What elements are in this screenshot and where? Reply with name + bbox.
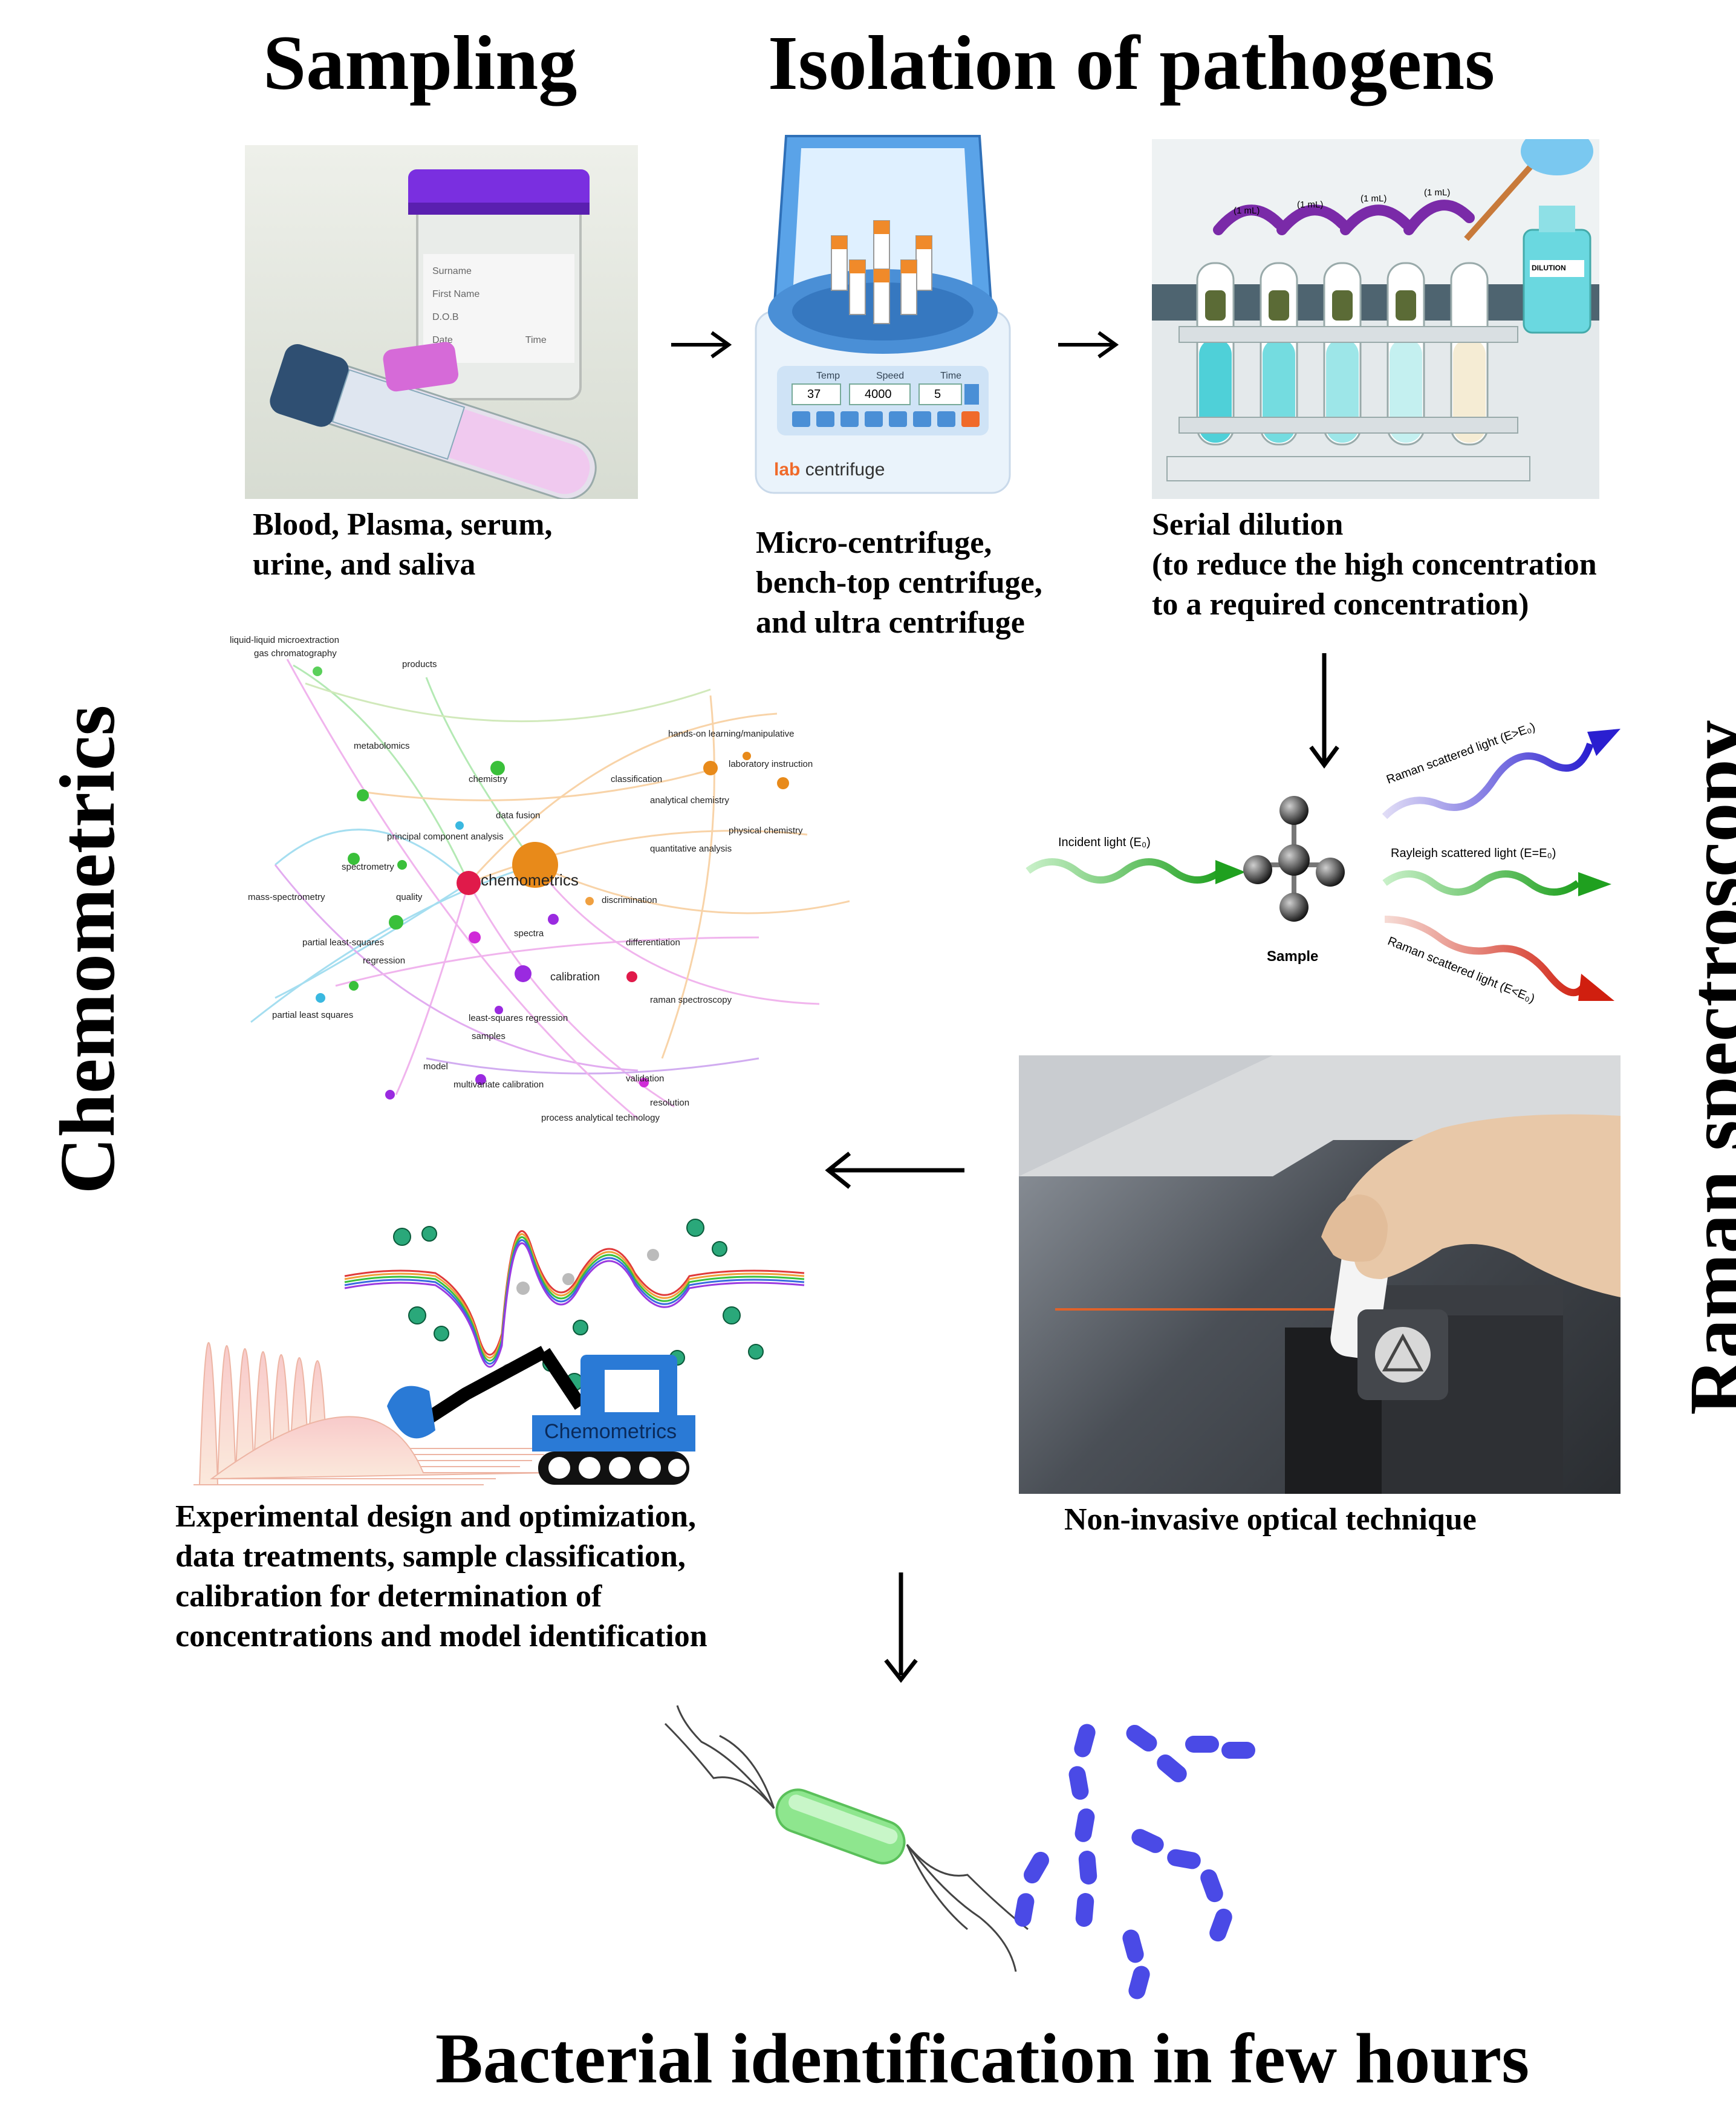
form-field: D.O.B — [432, 312, 459, 322]
time-value: 5 — [934, 388, 941, 401]
network-term: differentiation — [626, 937, 680, 948]
network-term: raman spectroscopy — [650, 995, 732, 1005]
network-term: partial least-squares — [302, 937, 385, 948]
network-term: calibration — [550, 971, 600, 983]
network-term: metabolomics — [354, 741, 410, 751]
network-term: chemometrics — [481, 871, 579, 889]
network-term: data fusion — [496, 810, 541, 821]
centrifuge-caption: Micro-centrifuge, bench-top centrifuge, … — [756, 526, 1042, 640]
speed-value: 4000 — [865, 388, 892, 401]
centrifuge-brand: lab — [774, 460, 801, 480]
heading-sampling: Sampling — [263, 20, 577, 106]
temp-label: Temp — [816, 371, 840, 381]
optical-technique-caption: Non-invasive optical technique — [1064, 1502, 1477, 1537]
right-arrow-icon — [1058, 331, 1119, 359]
excavator-label: Chemometrics — [544, 1420, 677, 1443]
network-term: mass-spectrometry — [248, 892, 325, 902]
chemometrics-spectra-illustration: Chemometrics — [193, 1176, 816, 1491]
right-arrow-icon — [671, 331, 732, 359]
network-term: discrimination — [602, 895, 657, 905]
down-arrow-icon — [1309, 653, 1339, 769]
network-term: quality — [396, 892, 423, 902]
network-term: spectra — [514, 928, 544, 939]
network-term: least-squares regression — [469, 1013, 568, 1023]
raman-scattering-diagram: Incident light (E₀) Rayleigh scattered l… — [1016, 702, 1651, 1040]
network-term: classification — [611, 774, 663, 784]
serial-dilution-illustration: (1 mL) (1 mL) (1 mL) (1 mL) DILUTION — [1152, 139, 1599, 499]
speed-label: Speed — [876, 371, 905, 381]
network-term: chemistry — [469, 774, 508, 784]
network-term: regression — [363, 956, 406, 966]
network-term: spectrometry — [342, 862, 394, 872]
sample-label: Sample — [1267, 948, 1319, 965]
left-arrow-icon — [825, 1152, 964, 1189]
dilution-caption: Serial dilution (to reduce the high conc… — [1152, 507, 1597, 622]
centrifuge-name: centrifuge — [805, 460, 885, 480]
chemometrics-caption: Experimental design and optimization, da… — [175, 1499, 707, 1653]
network-term: quantitative analysis — [650, 844, 732, 854]
chemometrics-network-map: liquid-liquid microextraction gas chroma… — [215, 635, 886, 1137]
network-term: gas chromatography — [254, 648, 337, 659]
incident-light-label: Incident light (E₀) — [1058, 836, 1151, 849]
network-term: physical chemistry — [729, 826, 803, 836]
heading-isolation: Isolation of pathogens — [768, 20, 1495, 106]
heading-raman: Raman spectroscopy — [1674, 720, 1736, 1415]
network-term: resolution — [650, 1098, 690, 1108]
network-term: laboratory instruction — [729, 759, 813, 769]
raman-spectrometer-photo — [1019, 1055, 1621, 1494]
network-term: process analytical technology — [541, 1113, 660, 1123]
transfer-label: (1 mL) — [1424, 187, 1451, 198]
form-field: Time — [525, 335, 547, 345]
rayleigh-light-label: Rayleigh scattered light (E=E₀) — [1391, 847, 1556, 860]
network-term: multivariate calibration — [454, 1080, 544, 1090]
network-term: analytical chemistry — [650, 795, 729, 806]
network-term: liquid-liquid microextraction — [230, 635, 339, 645]
heading-result: Bacterial identification in few hours — [435, 2019, 1530, 2098]
network-term: products — [402, 659, 437, 670]
network-term: principal component analysis — [387, 832, 504, 842]
transfer-label: (1 mL) — [1234, 206, 1260, 216]
bacteria-illustration — [653, 1699, 1318, 2014]
sampling-caption: Blood, Plasma, serum, urine, and saliva — [253, 507, 553, 582]
down-arrow-icon — [884, 1572, 918, 1683]
network-term: hands-on learning/manipulative — [668, 729, 795, 739]
network-term: samples — [472, 1031, 506, 1041]
network-term: partial least squares — [272, 1010, 354, 1020]
transfer-label: (1 mL) — [1297, 200, 1324, 210]
network-term: model — [423, 1061, 448, 1072]
form-field: First Name — [432, 289, 480, 299]
heading-chemometrics: Chemometrics — [44, 705, 131, 1194]
transfer-label: (1 mL) — [1361, 194, 1387, 204]
temp-value: 37 — [807, 388, 821, 401]
network-term: validation — [626, 1074, 665, 1084]
bottle-label: DILUTION — [1532, 264, 1566, 272]
time-label: Time — [940, 371, 962, 381]
form-field: Surname — [432, 266, 472, 276]
centrifuge-illustration: Temp Speed Time 37 4000 5 lab centrifuge — [750, 130, 1016, 499]
